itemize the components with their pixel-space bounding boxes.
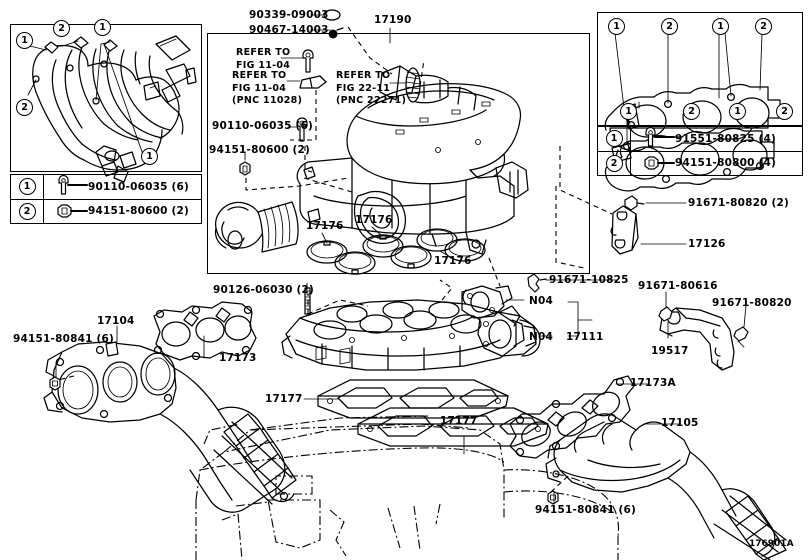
intake-manifold-lower-17111 <box>281 299 525 371</box>
callout-2-right-b: 2 <box>683 103 700 120</box>
inset-panel-right <box>597 12 803 126</box>
refer-line-3: (PNC 11028) <box>232 95 303 106</box>
inset-panel-left <box>10 24 202 172</box>
part-17173a: 17173A <box>630 377 676 389</box>
part-91671-10825: 91671-10825 <box>549 274 629 286</box>
bolt-icon <box>58 174 88 195</box>
main-panel-frame <box>207 33 590 274</box>
legend-num-cell: 1 <box>11 175 44 199</box>
gasket-17177-back <box>357 407 549 447</box>
callout-1-right-d: 1 <box>729 103 746 120</box>
bracket-17126 <box>610 205 639 255</box>
part-17104: 17104 <box>97 315 135 327</box>
callout-1-right-c: 1 <box>620 103 637 120</box>
part-90110-06035: 90110-06035 (6) <box>212 120 313 132</box>
legend-row-1: 1 91551-80825 (4) <box>598 126 802 152</box>
legend-table-left: 1 90110-06035 (6) 2 <box>10 174 202 224</box>
refer-line-1: REFER TO <box>336 70 391 81</box>
legend-row-2: 2 94151-80800 (4) <box>598 151 802 175</box>
part-17176-b: 17176 <box>355 214 393 226</box>
legend-body-2: 94151-80600 (2) <box>44 201 201 221</box>
callout-1-left-c: 1 <box>141 148 158 165</box>
legend-part-number-2: 94151-80600 (2) <box>88 205 189 218</box>
part-17173: 17173 <box>219 352 257 364</box>
legend-body-2: 94151-80800 (4) <box>631 153 802 173</box>
callout-2-right-a: 2 <box>661 18 678 35</box>
part-17176-a: 17176 <box>306 220 344 232</box>
exhaust-manifold-17105 <box>545 413 787 560</box>
legend-row-2: 2 94151-80600 (2) <box>11 199 201 223</box>
legend-num-cell: 2 <box>11 199 44 223</box>
refer-to-fig-22-11: REFER TO FIG 22-11 (PNC 22271) <box>336 70 406 108</box>
callout-1-right-b: 1 <box>712 18 729 35</box>
callout-1-left-b: 1 <box>94 19 111 36</box>
stud-nut-icon <box>57 204 88 218</box>
refer-line-1: REFER TO <box>236 47 291 58</box>
refer-line-2: FIG 22-11 <box>336 82 391 94</box>
gasket-17173a <box>509 375 635 459</box>
callout-2-right-c: 2 <box>776 103 793 120</box>
legend-circle-1: 1 <box>18 178 36 196</box>
legend-circle-1: 1 <box>605 130 623 148</box>
seal-rings-17176 <box>306 228 486 275</box>
marker-n04-b: N04 <box>529 331 553 343</box>
part-94151-80841-left: 94151-80841 (6) <box>13 333 114 345</box>
engine-block-phantom <box>195 415 620 560</box>
legend-table-right: 1 91551-80825 (4) 2 <box>597 126 803 176</box>
assembly-leader-lines <box>57 26 613 493</box>
callout-2-left-b: 2 <box>16 99 33 116</box>
part-17111: 17111 <box>566 331 604 343</box>
stud-nut-icon <box>644 156 675 170</box>
diagram-id: 176901A <box>749 539 794 549</box>
part-17105: 17105 <box>661 417 699 429</box>
part-91671-80616: 91671-80616 <box>638 280 718 292</box>
callout-1-left-a: 1 <box>16 32 33 49</box>
callout-1-right-a: 1 <box>608 18 625 35</box>
part-90126-06030: 90126-06030 (2) <box>213 284 314 296</box>
part-number-leaders <box>55 14 747 505</box>
legend-body-1: 90110-06035 (6) <box>44 174 201 197</box>
part-17126: 17126 <box>688 238 726 250</box>
refer-line-2: FIG 11-04 <box>232 82 287 94</box>
gasket-17177-front <box>317 379 509 419</box>
refer-line-1: REFER TO <box>232 70 287 81</box>
throttle-body-n04-upper <box>461 285 513 319</box>
marker-n04-a: N04 <box>529 295 553 307</box>
legend-num-cell: 2 <box>598 151 631 175</box>
legend-circle-2: 2 <box>605 154 623 172</box>
legend-part-number-1: 91551-80825 (4) <box>675 132 776 145</box>
part-90339-09003: 90339-09003 <box>249 9 329 21</box>
inset-left-manifold-sketch <box>27 35 197 183</box>
part-19517: 19517 <box>651 345 689 357</box>
part-94151-80841-right: 94151-80841 (6) <box>535 504 636 516</box>
refer-to-fig-11-04-b: REFER TO FIG 11-04 (PNC 11028) <box>232 70 302 108</box>
part-17177-a: 17177 <box>265 393 303 405</box>
part-94151-80600: 94151-80600 (2) <box>209 144 310 156</box>
part-91671-80820-2: 91671-80820 (2) <box>688 197 789 209</box>
inset-right-head-sketch <box>604 32 781 192</box>
bracket-19517 <box>659 307 735 371</box>
legend-circle-2: 2 <box>18 202 36 220</box>
bolt-icon <box>645 126 675 147</box>
part-91671-80820: 91671-80820 <box>712 297 792 309</box>
legend-part-number-2: 94151-80800 (4) <box>675 157 776 170</box>
legend-part-number-1: 90110-06035 (6) <box>88 180 189 193</box>
part-17176-c: 17176 <box>434 255 472 267</box>
refer-line-3: (PNC 22271) <box>336 95 407 106</box>
part-17190: 17190 <box>374 14 412 26</box>
callout-2-left-a: 2 <box>53 20 70 37</box>
fastener-glyphs <box>49 9 749 505</box>
legend-row-1: 1 90110-06035 (6) <box>11 174 201 200</box>
refer-to-fig-11-04-a: REFER TO FIG 11-04 <box>236 47 290 72</box>
part-17177-b: 17177 <box>440 415 478 427</box>
intake-air-pipe <box>214 201 299 253</box>
legend-body-1: 91551-80825 (4) <box>631 126 802 149</box>
throttle-body-n04-lower <box>477 311 541 357</box>
legend-num-cell: 1 <box>598 127 631 151</box>
part-90467-14003: 90467-14003 <box>249 24 329 36</box>
callout-2-right-a2: 2 <box>755 18 772 35</box>
refer-line-2: FIG 11-04 <box>236 59 291 71</box>
exhaust-manifold-17104 <box>43 341 297 513</box>
